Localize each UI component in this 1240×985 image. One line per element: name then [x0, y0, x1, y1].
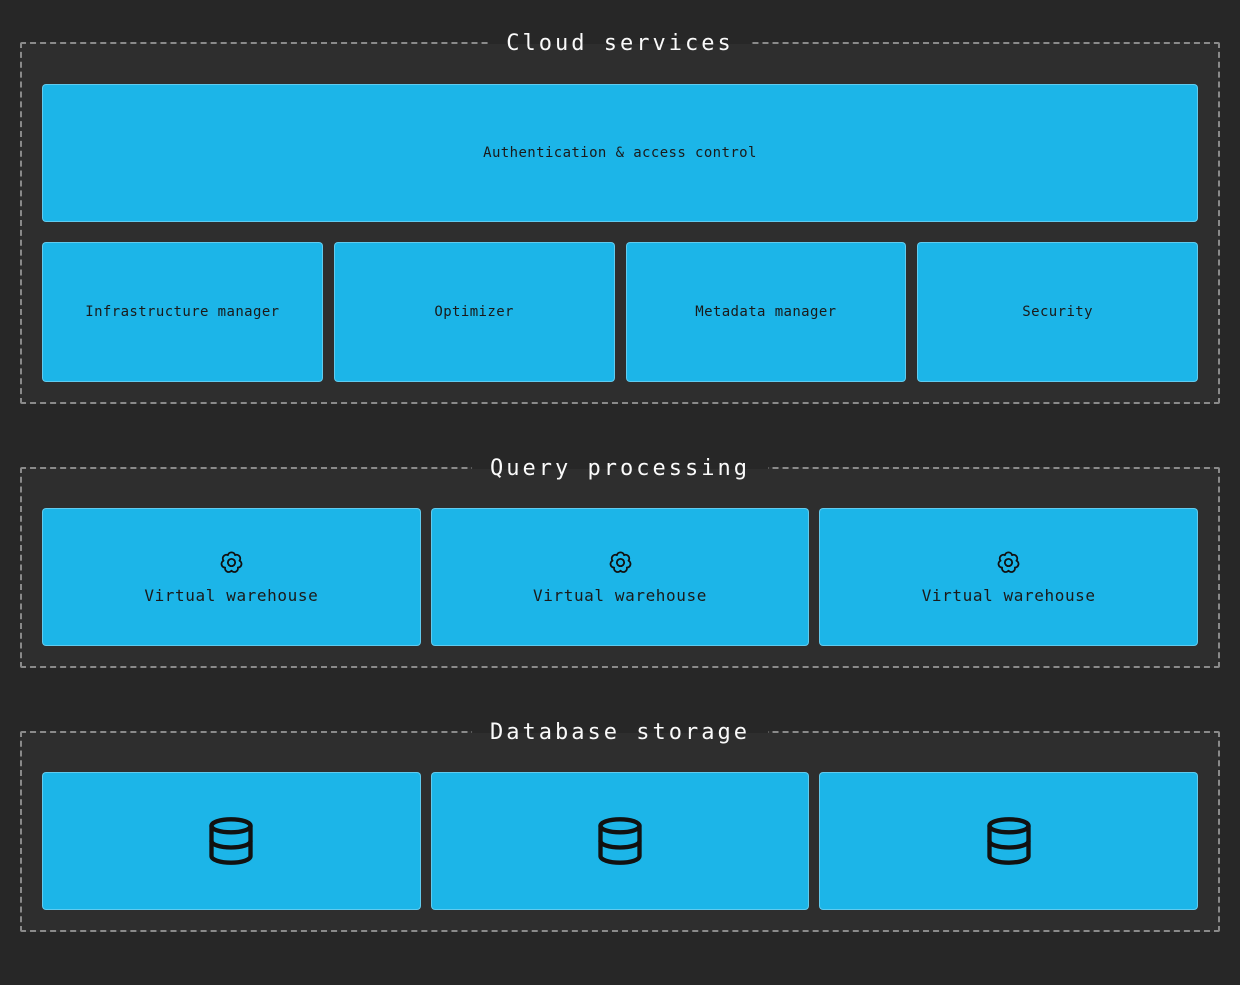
gear-icon [609, 551, 631, 573]
database-icon [598, 817, 642, 865]
database-box [430, 772, 810, 910]
section-title-query-processing: Query processing [472, 452, 768, 486]
architecture-diagram: Cloud services Authentication & access c… [0, 27, 1240, 985]
optimizer-label: Optimizer [434, 304, 514, 320]
infrastructure-manager-label: Infrastructure manager [85, 304, 280, 320]
database-storage-row [42, 772, 1199, 910]
gear-icon [220, 551, 243, 573]
virtual-warehouse-box: Virtual warehouse [819, 508, 1199, 646]
virtual-warehouse-label: Virtual warehouse [533, 585, 707, 605]
section-query-processing: Query processing Virtual warehouse Virtu… [20, 452, 1220, 668]
database-box [819, 772, 1199, 910]
database-box [42, 772, 421, 910]
security-label: Security [1022, 304, 1093, 320]
optimizer-box: Optimizer [333, 242, 615, 382]
metadata-manager-label: Metadata manager [695, 304, 837, 320]
virtual-warehouse-label: Virtual warehouse [921, 585, 1096, 605]
cloud-services-row: Infrastructure manager Optimizer Metadat… [42, 242, 1198, 382]
virtual-warehouse-label: Virtual warehouse [144, 585, 319, 605]
query-processing-row: Virtual warehouse Virtual warehouse Virt… [42, 508, 1199, 646]
infrastructure-manager-box: Infrastructure manager [42, 242, 323, 382]
virtual-warehouse-box: Virtual warehouse [42, 508, 421, 646]
section-database-storage: Database storage [20, 716, 1220, 932]
auth-access-control-box: Authentication & access control [42, 84, 1198, 222]
auth-access-control-label: Authentication & access control [483, 145, 757, 161]
gear-icon [997, 551, 1020, 573]
section-title-cloud-services: Cloud services [488, 27, 752, 61]
database-icon [209, 817, 253, 865]
metadata-manager-box: Metadata manager [625, 242, 907, 382]
database-icon [987, 817, 1031, 865]
section-cloud-services: Cloud services Authentication & access c… [20, 27, 1220, 404]
security-box: Security [917, 242, 1198, 382]
virtual-warehouse-box: Virtual warehouse [430, 508, 810, 646]
section-title-database-storage: Database storage [472, 716, 768, 750]
